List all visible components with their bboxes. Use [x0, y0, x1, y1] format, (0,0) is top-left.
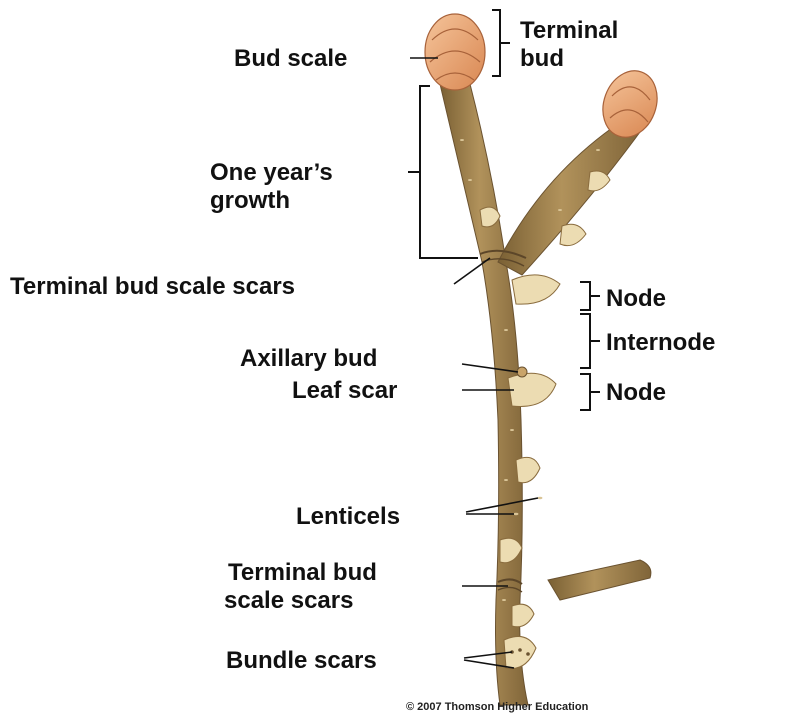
terminal-bud-shape — [424, 13, 486, 91]
scale-scar-ring-upper — [479, 249, 527, 259]
axillary-bud-leader — [461, 363, 519, 373]
branch-bud-shape — [602, 70, 658, 138]
label-lenticels: Lenticels — [296, 503, 400, 530]
bundle-scar-dot-2 — [518, 648, 522, 652]
label-node-upper: Node — [606, 285, 666, 312]
bundle-scars-leader-1 — [463, 651, 513, 659]
axillary-bud-shape — [516, 366, 528, 378]
label-terminal-bud-2: bud — [520, 45, 564, 72]
label-terminal-bud-scale-scars-lower-2: scale scars — [224, 587, 353, 614]
label-internode: Internode — [606, 329, 715, 356]
scale-scar-ring-lower — [497, 578, 523, 585]
leaf-scar-stem-4 — [511, 603, 535, 628]
label-axillary-bud: Axillary bud — [240, 345, 377, 372]
terminal-bud-scale-scars-top-leader — [453, 257, 491, 285]
node-upper-bracket — [580, 281, 600, 311]
label-terminal-bud-scale-scars-lower-1: Terminal bud — [228, 559, 377, 586]
leaf-scar-stem-3 — [499, 537, 523, 564]
label-one-years-growth-1: One year’s — [210, 159, 333, 186]
side-branch — [547, 559, 652, 601]
leaf-scar-upper-node — [511, 274, 561, 305]
label-bud-scale: Bud scale — [234, 45, 347, 72]
copyright-credit: © 2007 Thomson Higher Education — [406, 701, 589, 713]
twig-illustration — [424, 13, 658, 706]
label-terminal-bud-scale-scars-top: Terminal bud scale scars — [10, 273, 295, 300]
label-terminal-bud-1: Terminal — [520, 17, 618, 44]
leaf-scar-stem-1 — [479, 206, 501, 228]
label-bundle-scars: Bundle scars — [226, 647, 377, 674]
leaf-scar-stem-2 — [515, 456, 541, 484]
leaf-scar-branch-1 — [587, 170, 611, 192]
leaf-scar-lower-node — [507, 372, 557, 408]
bundle-scars-leader-2 — [463, 659, 515, 669]
leaf-scar-branch-2 — [559, 223, 587, 247]
one-years-growth-bracket — [408, 85, 478, 259]
lenticel-dots — [460, 139, 600, 601]
terminal-bud-bracket — [492, 9, 510, 77]
label-one-years-growth-2: growth — [210, 187, 290, 214]
node-lower-bracket — [580, 373, 600, 411]
internode-bracket — [580, 313, 600, 369]
scale-scar-ring-lower-2 — [497, 586, 523, 593]
bundle-scar-dot-3 — [526, 652, 530, 656]
label-node-lower: Node — [606, 379, 666, 406]
right-branch — [497, 127, 641, 276]
lenticels-leader-1 — [465, 497, 539, 513]
label-leaf-scar: Leaf scar — [292, 377, 397, 404]
